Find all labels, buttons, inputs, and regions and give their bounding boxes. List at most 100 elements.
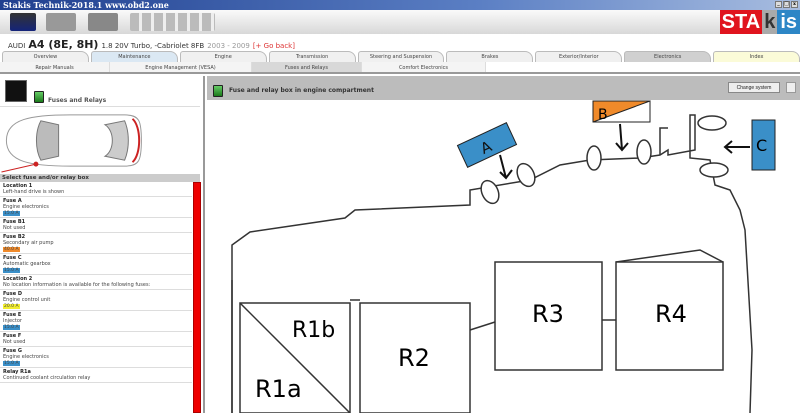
- subtab-repair-manuals[interactable]: Repair Manuals: [0, 62, 110, 72]
- item-desc: Not used: [3, 225, 26, 231]
- relay-r4-label: R4: [655, 300, 687, 328]
- list-header: Select fuse and/or relay box: [0, 174, 200, 182]
- item-desc: Continued coolant circulation relay: [3, 375, 91, 381]
- go-back-link[interactable]: [+ Go back]: [252, 42, 295, 50]
- tab-transmission[interactable]: Transmission: [268, 51, 356, 62]
- car-top-view[interactable]: [0, 106, 200, 174]
- vehicle-engine: 1.8 20V Turbo, -Cabriolet 8FB: [101, 42, 205, 50]
- subtab-fuses-relays[interactable]: Fuses and Relays: [252, 62, 362, 72]
- relay-r2[interactable]: R2: [359, 302, 471, 413]
- tab-brakes[interactable]: Brakes: [446, 51, 534, 62]
- toolbar: [0, 10, 800, 34]
- item-desc: Engine control unit: [3, 297, 51, 303]
- tab-index[interactable]: Index: [713, 51, 800, 62]
- item-name: Fuse E: [3, 312, 22, 318]
- amp-badge: 15.0 A: [3, 325, 20, 330]
- subtab-engine-management[interactable]: Engine Management (VESA): [110, 62, 252, 72]
- location-marker-icon[interactable]: [33, 161, 39, 167]
- diagram-title: Fuse and relay box in engine compartment: [229, 87, 374, 94]
- amp-badge: 20.0 A: [3, 304, 20, 309]
- arrow-icon: [615, 123, 629, 152]
- relay-r1[interactable]: R1b R1a: [239, 302, 351, 413]
- tab-engine[interactable]: Engine: [179, 51, 267, 62]
- relay-r1a-label: R1a: [255, 375, 302, 403]
- tab-overview[interactable]: Overview: [2, 51, 89, 62]
- fuse-relay-diagram: R1b R1a R2 R3 R4 A B C: [231, 100, 776, 413]
- fuse-b-label: B: [598, 107, 608, 123]
- item-name: Fuse C: [3, 255, 22, 261]
- fuse-category-icon: [5, 80, 27, 102]
- close-button[interactable]: x: [791, 1, 798, 8]
- right-panel: Fuse and relay box in engine compartment…: [207, 76, 800, 413]
- fuse-c-label: C: [756, 136, 767, 155]
- tab-exterior[interactable]: Exterior/Interior: [535, 51, 623, 62]
- relay-r4[interactable]: R4: [615, 261, 724, 371]
- vehicle-years: 2003 - 2009: [207, 42, 250, 50]
- vehicle-info: AUDI A4 (8E, 8H) 1.8 20V Turbo, -Cabriol…: [8, 38, 295, 51]
- item-desc: Engine electronics: [3, 354, 49, 360]
- amp-badge: 40.0 A: [3, 247, 20, 252]
- truck-icon[interactable]: [46, 13, 76, 31]
- tab-steering[interactable]: Steering and Suspension: [357, 51, 445, 62]
- item-name: Fuse A: [3, 198, 22, 204]
- arrow-icon: [723, 140, 750, 154]
- tab-maintenance[interactable]: Maintenance: [90, 51, 178, 62]
- vehicle-make: AUDI: [8, 42, 26, 50]
- amp-badge: 15.0 A: [3, 361, 20, 366]
- change-system-button[interactable]: Change system: [728, 82, 780, 93]
- amp-badge: 15.0 A: [3, 268, 20, 273]
- vehicle-select-icon[interactable]: [10, 13, 36, 31]
- vehicle-model: A4 (8E, 8H): [28, 38, 99, 51]
- tab-electronics[interactable]: Electronics: [624, 51, 712, 62]
- minimize-button[interactable]: _: [775, 1, 782, 8]
- item-desc: Not used: [3, 339, 26, 345]
- save-icon[interactable]: [786, 82, 796, 93]
- relay-r3[interactable]: R3: [494, 261, 603, 371]
- tractor-icon[interactable]: [88, 13, 118, 31]
- item-name: Fuse B2: [3, 234, 26, 240]
- item-name: Fuse B1: [3, 219, 26, 225]
- relay-r2-label: R2: [398, 344, 430, 372]
- relay-r3-label: R3: [532, 300, 564, 328]
- tool-icons[interactable]: [130, 13, 215, 31]
- relay-r1b-label: R1b: [292, 318, 335, 343]
- fuse-a-marker[interactable]: A: [456, 122, 518, 180]
- fuse-box-icon: [213, 85, 223, 97]
- list-scrollbar[interactable]: [193, 182, 201, 413]
- item-desc: No location information is available for…: [3, 282, 151, 288]
- title-bar: Stakis Technik-2018.1 www.obd2.one _□x: [0, 0, 800, 10]
- item-desc: Secondary air pump: [3, 240, 54, 246]
- item-name: Fuse D: [3, 291, 22, 297]
- item-name: Fuse F: [3, 333, 22, 339]
- sub-tabs: Repair Manuals Engine Management (VESA) …: [0, 62, 800, 74]
- window-title: Stakis Technik-2018.1 www.obd2.one: [3, 0, 169, 10]
- item-name: Location 2: [3, 276, 33, 282]
- main-tabs: Overview Maintenance Engine Transmission…: [0, 51, 800, 62]
- item-desc: Injector: [3, 318, 22, 324]
- left-panel: Fuses and Relays Select fuse and/or rela…: [0, 76, 205, 413]
- fuse-b-marker[interactable]: B: [592, 100, 651, 152]
- item-desc: Left-hand drive is shown: [3, 189, 65, 195]
- amp-badge: 15.0 A: [3, 211, 20, 216]
- fuse-c-marker[interactable]: C: [723, 119, 776, 171]
- fuse-box-icon: [34, 91, 44, 103]
- subtab-comfort-electronics[interactable]: Comfort Electronics: [362, 62, 486, 72]
- item-name: Location 1: [3, 183, 33, 189]
- item-desc: Automatic gearbox: [3, 261, 51, 267]
- item-name: Relay R1a: [3, 369, 31, 375]
- maximize-button[interactable]: □: [783, 1, 790, 8]
- item-name: Fuse G: [3, 348, 22, 354]
